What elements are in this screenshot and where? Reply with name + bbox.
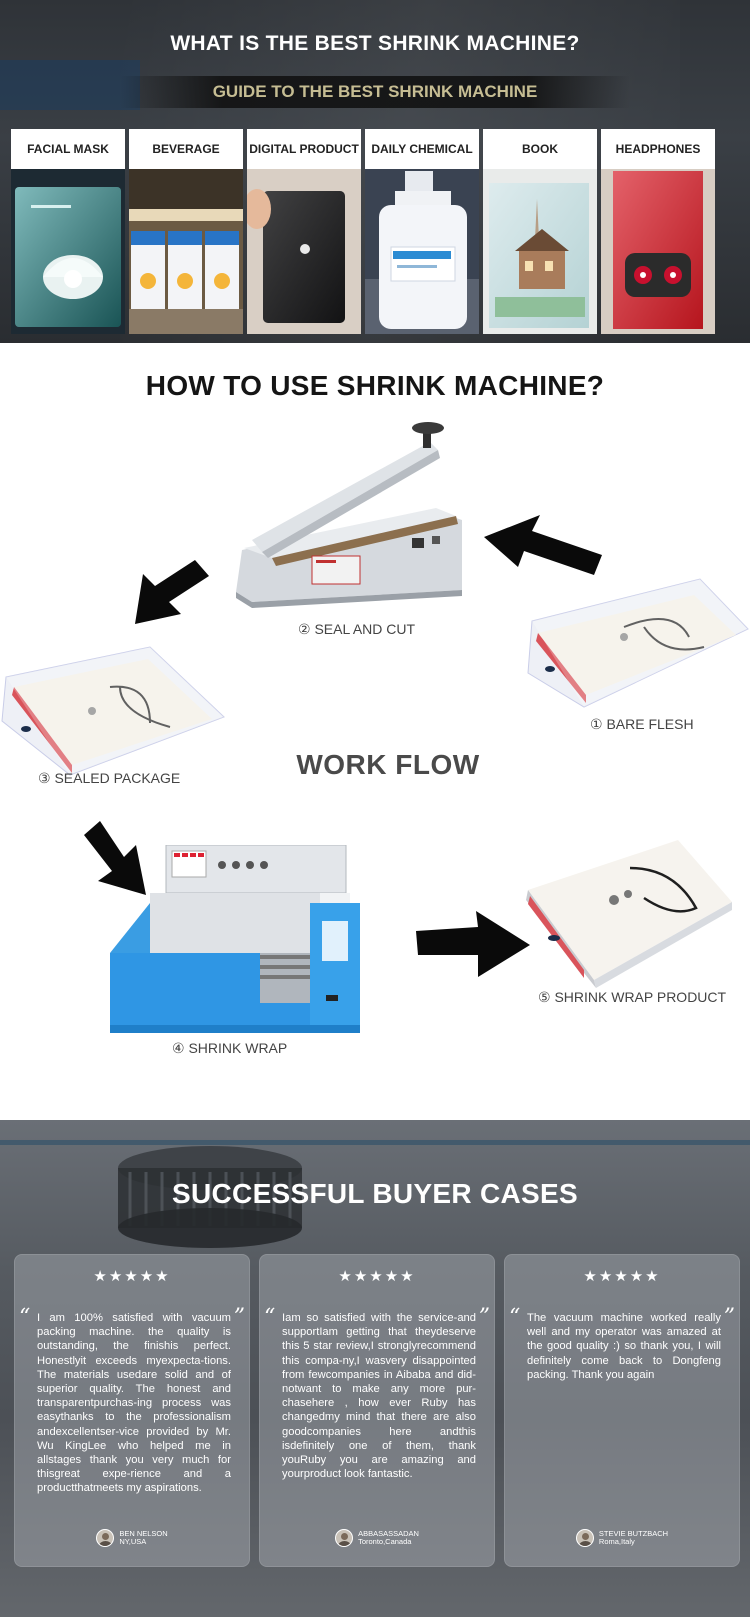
step-2-label: ② SEAL AND CUT bbox=[298, 621, 416, 637]
category-card-facial-mask[interactable]: FACIAL MASK bbox=[11, 129, 125, 334]
review-card: ★★★★★ “ ” I am 100% satisfied with vacuu… bbox=[14, 1254, 250, 1567]
guide-subtitle: GUIDE TO THE BEST SHRINK MACHINE bbox=[212, 82, 538, 101]
buyer-cases-title: SUCCESSFUL BUYER CASES bbox=[172, 1178, 578, 1209]
review-author: BEN NELSON NY,USA bbox=[15, 1529, 249, 1547]
background-accent bbox=[0, 1140, 750, 1145]
open-quote-icon: “ bbox=[19, 1305, 31, 1330]
close-quote-icon: ” bbox=[723, 1305, 735, 1330]
author-name: ABBASASSADAN bbox=[358, 1528, 419, 1538]
category-list: FACIAL MASK BEVERAGE bbox=[11, 129, 739, 334]
shrink-wrap-product-image bbox=[524, 838, 734, 993]
rating-stars: ★★★★★ bbox=[93, 1268, 171, 1285]
review-author: ABBASASSADAN Toronto,Canada bbox=[260, 1529, 494, 1547]
avatar bbox=[575, 1529, 594, 1547]
author-location: NY,USA bbox=[119, 1537, 147, 1546]
arrow-to-final-product-icon bbox=[416, 911, 532, 982]
open-quote-icon: “ bbox=[509, 1305, 521, 1330]
background-accent bbox=[0, 60, 140, 110]
author-location: Roma,Italy bbox=[598, 1537, 635, 1546]
category-card-daily-chemical[interactable]: DAILY CHEMICAL bbox=[365, 129, 479, 334]
shrink-tunnel-image bbox=[110, 844, 402, 1042]
avatar bbox=[335, 1529, 354, 1547]
workflow-label: WORK FLOW bbox=[296, 749, 480, 780]
arrow-to-shrink-wrap-icon bbox=[84, 821, 150, 900]
review-text: The vacuum machine worked really well an… bbox=[527, 1312, 721, 1381]
rating-stars: ★★★★★ bbox=[583, 1268, 661, 1285]
step-4-label: ④ SHRINK WRAP bbox=[172, 1040, 288, 1056]
facial-mask-image bbox=[11, 169, 125, 334]
arrow-to-sealed-package-icon bbox=[135, 560, 211, 631]
daily-chemical-image bbox=[365, 169, 479, 334]
category-card-beverage[interactable]: BEVERAGE bbox=[129, 129, 243, 334]
book-image bbox=[483, 169, 597, 334]
category-label: HEADPHONES bbox=[615, 142, 701, 156]
category-card-book[interactable]: BOOK bbox=[483, 129, 597, 334]
category-label: FACIAL MASK bbox=[27, 142, 109, 156]
category-label: BOOK bbox=[522, 142, 558, 156]
review-text: Iam so satisfied with the service-and su… bbox=[282, 1312, 476, 1481]
guide-title: WHAT IS THE BEST SHRINK MACHINE? bbox=[170, 32, 580, 55]
bare-flesh-image bbox=[524, 577, 750, 714]
open-quote-icon: “ bbox=[264, 1305, 276, 1330]
howto-title: HOW TO USE SHRINK MACHINE? bbox=[145, 370, 605, 401]
beverage-image bbox=[129, 169, 243, 334]
review-card: ★★★★★ “ ” The vacuum machine worked real… bbox=[504, 1254, 740, 1567]
category-label: DAILY CHEMICAL bbox=[371, 142, 473, 156]
rating-stars: ★★★★★ bbox=[338, 1268, 416, 1285]
step-1-label: ① BARE FLESH bbox=[590, 716, 694, 732]
category-label: BEVERAGE bbox=[152, 142, 220, 156]
headphones-image bbox=[601, 169, 715, 334]
avatar bbox=[96, 1529, 115, 1547]
author-name: STEVIE BUTZBACH bbox=[598, 1528, 669, 1538]
buyer-cases-section: SUCCESSFUL BUYER CASES ★★★★★ “ ” I am 10… bbox=[0, 1120, 750, 1617]
arrow-to-sealer-icon bbox=[484, 515, 604, 584]
impulse-sealer-image bbox=[232, 420, 467, 615]
category-card-digital-product[interactable]: DIGITAL PRODUCT bbox=[247, 129, 361, 334]
close-quote-icon: ” bbox=[478, 1305, 490, 1330]
review-card: ★★★★★ “ ” Iam so satisfied with the serv… bbox=[259, 1254, 495, 1567]
review-author: STEVIE BUTZBACH Roma,Italy bbox=[505, 1529, 739, 1547]
author-name: BEN NELSON bbox=[119, 1528, 168, 1538]
step-5-label: ⑤ SHRINK WRAP PRODUCT bbox=[538, 989, 727, 1005]
category-card-headphones[interactable]: HEADPHONES bbox=[601, 129, 715, 334]
author-location: Toronto,Canada bbox=[358, 1537, 412, 1546]
close-quote-icon: ” bbox=[233, 1305, 245, 1330]
guide-section: WHAT IS THE BEST SHRINK MACHINE? GUIDE T… bbox=[0, 0, 750, 343]
subtitle-band bbox=[120, 76, 630, 108]
step-3-label: ③ SEALED PACKAGE bbox=[38, 770, 181, 786]
fan-background-image bbox=[110, 1138, 310, 1258]
category-label: DIGITAL PRODUCT bbox=[249, 142, 359, 156]
review-text: I am 100% satisfied with vacuum packing … bbox=[37, 1312, 231, 1495]
digital-product-image bbox=[247, 169, 361, 334]
howto-section: HOW TO USE SHRINK MACHINE? ② SEAL AND CU… bbox=[0, 343, 750, 1120]
sealed-package-image bbox=[0, 643, 226, 784]
